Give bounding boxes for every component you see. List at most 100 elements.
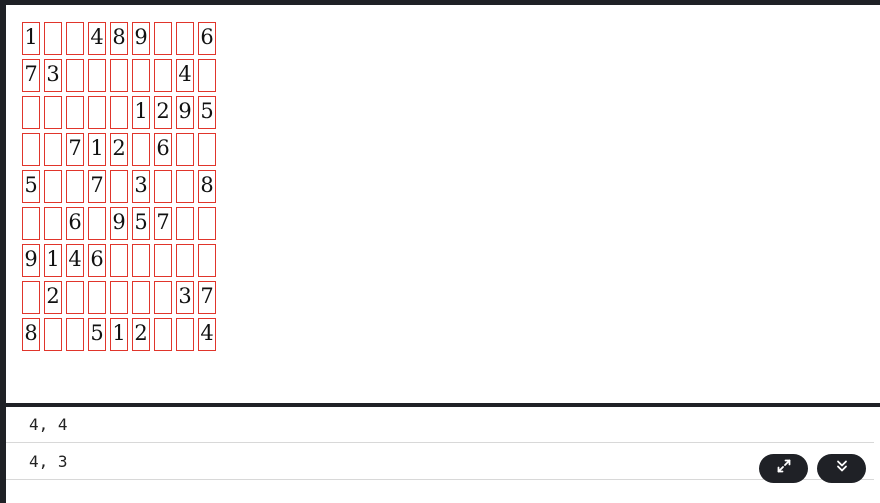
sudoku-cell[interactable]: 6 [66, 207, 84, 240]
sudoku-cell[interactable] [88, 59, 106, 92]
console-line: 4, 4 [6, 407, 874, 443]
sudoku-cell[interactable]: 2 [110, 133, 128, 166]
chevrons-down-icon [834, 458, 850, 479]
sudoku-cell[interactable]: 6 [198, 22, 216, 55]
sudoku-cell[interactable]: 3 [176, 281, 194, 314]
sudoku-cell[interactable] [176, 318, 194, 351]
sudoku-cell[interactable] [44, 318, 62, 351]
sudoku-cell[interactable] [44, 96, 62, 129]
sudoku-cell[interactable]: 8 [22, 318, 40, 351]
sudoku-cell[interactable] [110, 281, 128, 314]
sudoku-cell[interactable]: 3 [44, 59, 62, 92]
sudoku-cell[interactable]: 4 [198, 318, 216, 351]
sudoku-cell[interactable] [44, 22, 62, 55]
sudoku-cell[interactable] [66, 318, 84, 351]
console-pane: 4, 4 4, 3 [6, 407, 880, 503]
sudoku-cell[interactable] [66, 22, 84, 55]
sudoku-cell[interactable]: 5 [198, 96, 216, 129]
sudoku-cell[interactable]: 9 [110, 207, 128, 240]
sudoku-cell[interactable]: 1 [88, 133, 106, 166]
sudoku-cell[interactable] [176, 133, 194, 166]
sudoku-cell[interactable] [44, 133, 62, 166]
sudoku-cell[interactable] [154, 244, 172, 277]
sudoku-cell[interactable]: 4 [66, 244, 84, 277]
sudoku-cell[interactable] [154, 59, 172, 92]
sudoku-cell[interactable] [66, 281, 84, 314]
sudoku-cell[interactable]: 8 [110, 22, 128, 55]
sudoku-cell[interactable]: 7 [198, 281, 216, 314]
sudoku-cell[interactable]: 6 [88, 244, 106, 277]
sudoku-cell[interactable]: 2 [132, 318, 150, 351]
sudoku-cell[interactable] [176, 207, 194, 240]
sudoku-cell[interactable]: 2 [44, 281, 62, 314]
sudoku-cell[interactable]: 4 [176, 59, 194, 92]
pane-divider[interactable] [6, 403, 880, 407]
sudoku-cell[interactable] [66, 170, 84, 203]
sudoku-cell[interactable] [88, 281, 106, 314]
sudoku-cell[interactable] [22, 281, 40, 314]
console-line: 4, 3 [6, 444, 874, 480]
sudoku-cell[interactable] [110, 170, 128, 203]
sudoku-cell[interactable]: 5 [88, 318, 106, 351]
sudoku-cell[interactable] [88, 207, 106, 240]
sudoku-cell[interactable]: 1 [44, 244, 62, 277]
sudoku-cell[interactable] [132, 244, 150, 277]
sudoku-cell[interactable]: 3 [132, 170, 150, 203]
sudoku-cell[interactable]: 4 [88, 22, 106, 55]
sudoku-cell[interactable] [88, 96, 106, 129]
sudoku-cell[interactable]: 5 [22, 170, 40, 203]
expand-icon [776, 458, 792, 479]
sudoku-cell[interactable] [154, 22, 172, 55]
sudoku-cell[interactable]: 7 [154, 207, 172, 240]
sudoku-cell[interactable]: 9 [22, 244, 40, 277]
sudoku-cell[interactable]: 7 [22, 59, 40, 92]
sudoku-cell[interactable]: 7 [66, 133, 84, 166]
sudoku-cell[interactable]: 1 [22, 22, 40, 55]
sudoku-cell[interactable]: 1 [132, 96, 150, 129]
sudoku-cell[interactable] [198, 133, 216, 166]
sudoku-cell[interactable]: 6 [154, 133, 172, 166]
sudoku-cell[interactable] [132, 133, 150, 166]
sudoku-cell[interactable]: 1 [110, 318, 128, 351]
collapse-button[interactable] [817, 454, 866, 483]
expand-button[interactable] [759, 454, 808, 483]
sudoku-cell[interactable]: 8 [198, 170, 216, 203]
sudoku-cell[interactable]: 9 [132, 22, 150, 55]
sudoku-cell[interactable] [198, 207, 216, 240]
sudoku-cell[interactable] [22, 133, 40, 166]
sudoku-cell[interactable] [110, 244, 128, 277]
sudoku-cell[interactable] [66, 96, 84, 129]
sudoku-cell[interactable] [176, 244, 194, 277]
sudoku-cell[interactable] [154, 170, 172, 203]
sudoku-cell[interactable] [110, 96, 128, 129]
sudoku-cell[interactable] [198, 59, 216, 92]
sudoku-cell[interactable] [154, 318, 172, 351]
sudoku-cell[interactable] [44, 207, 62, 240]
sudoku-cell[interactable] [176, 22, 194, 55]
sudoku-cell[interactable] [110, 59, 128, 92]
sudoku-cell[interactable] [132, 59, 150, 92]
sudoku-cell[interactable]: 5 [132, 207, 150, 240]
sudoku-cell[interactable] [198, 244, 216, 277]
sudoku-cell[interactable] [154, 281, 172, 314]
sudoku-cell[interactable] [22, 207, 40, 240]
sudoku-cell[interactable] [22, 96, 40, 129]
sudoku-cell[interactable] [44, 170, 62, 203]
sudoku-cell[interactable]: 9 [176, 96, 194, 129]
sudoku-cell[interactable] [176, 170, 194, 203]
sudoku-cell[interactable]: 2 [154, 96, 172, 129]
sudoku-cell[interactable] [66, 59, 84, 92]
sudoku-cell[interactable]: 7 [88, 170, 106, 203]
sudoku-cell[interactable] [132, 281, 150, 314]
